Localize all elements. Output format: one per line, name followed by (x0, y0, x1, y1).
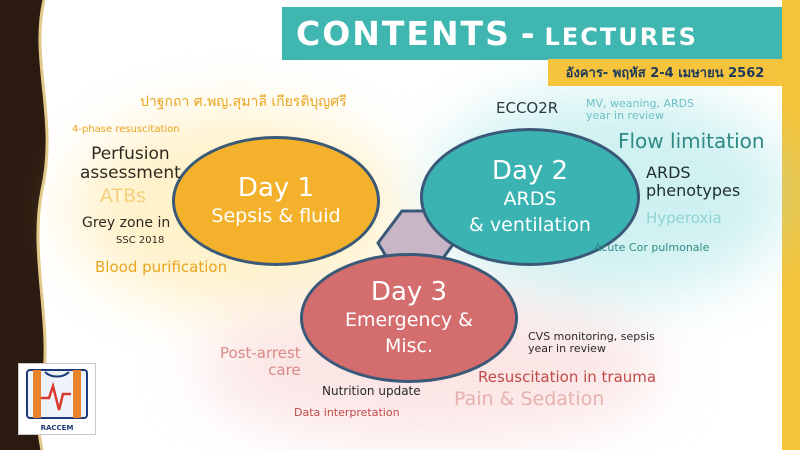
acute-cor-topic: Acute Cor pulmonale (594, 241, 710, 254)
day-2-theme-line1: ARDS (503, 187, 557, 210)
day-1-label: Day 1 (237, 172, 315, 203)
perfusion-line2: assessment (80, 162, 181, 183)
day-2-oval: Day 2 ARDS & ventilation (420, 128, 640, 266)
cvs-line1: CVS monitoring, sepsis (528, 330, 655, 343)
ecco2r-topic: ECCO2R (496, 99, 559, 117)
trauma-topic: Resuscitation in trauma (478, 368, 657, 386)
keynote-topic: ปาฐกถา ศ.พญ.สุมาลี เกียรติบุญศรี (140, 94, 347, 110)
post-arrest-line2: care (268, 360, 301, 379)
day-2-theme-line2: & ventilation (469, 213, 591, 236)
post-arrest-line1: Post-arrest (220, 344, 301, 362)
day-1-theme: Sepsis & fluid (211, 204, 341, 227)
title-separator: - (520, 14, 535, 53)
data-interpretation-topic: Data interpretation (294, 406, 400, 419)
title-banner: CONTENTS - LECTURES (282, 7, 782, 60)
day-1-oval: Day 1 Sepsis & fluid (172, 136, 380, 266)
date-text: อังคาร- พฤหัส 2-4 เมษายน 2562 (565, 66, 765, 81)
day-2-label: Day 2 (491, 155, 569, 186)
flow-limitation-topic: Flow limitation (618, 129, 765, 153)
perfusion-topic: Perfusion assessment (80, 145, 181, 182)
title-subtitle: LECTURES (544, 22, 698, 51)
ards-phenotypes-line1: ARDS (646, 163, 691, 182)
logo-text: RACCEM (40, 424, 74, 432)
title-main: CONTENTS (296, 14, 511, 53)
grey-zone-line1: Grey zone in (82, 215, 171, 231)
cvs-line2: year in review (528, 342, 606, 356)
atbs-topic: ATBs (100, 185, 147, 207)
perfusion-line1: Perfusion (91, 144, 170, 164)
day-3-theme-line1: Emergency & (344, 308, 474, 331)
ards-phenotypes-line2: phenotypes (646, 180, 741, 200)
nutrition-topic: Nutrition update (322, 384, 421, 398)
pain-sedation-topic: Pain & Sedation (454, 388, 605, 410)
logo-mark-icon (26, 369, 88, 419)
day-3-label: Day 3 (370, 276, 448, 307)
blood-purification-topic: Blood purification (95, 258, 228, 276)
mv-line2: year in review (586, 109, 664, 123)
mv-line1: MV, weaning, ARDS (586, 97, 695, 110)
grey-zone-line2: SSC 2018 (116, 235, 165, 246)
hyperoxia-topic: Hyperoxia (646, 209, 722, 227)
resuscitation-topic: 4-phase resuscitation (72, 124, 180, 135)
cvs-topic: CVS monitoring, sepsis year in review (528, 330, 655, 356)
post-arrest-topic: Post-arrest care (220, 345, 301, 378)
right-accent-strip (782, 0, 800, 450)
day-3-theme-line2: Misc. (384, 334, 434, 357)
raccem-logo: RACCEM (18, 363, 96, 435)
date-banner: อังคาร- พฤหัส 2-4 เมษายน 2562 (548, 59, 782, 86)
mv-topic: MV, weaning, ARDS year in review (586, 97, 695, 123)
ards-phenotypes-topic: ARDS phenotypes (646, 164, 740, 199)
day-3-oval: Day 3 Emergency & Misc. (300, 253, 518, 383)
